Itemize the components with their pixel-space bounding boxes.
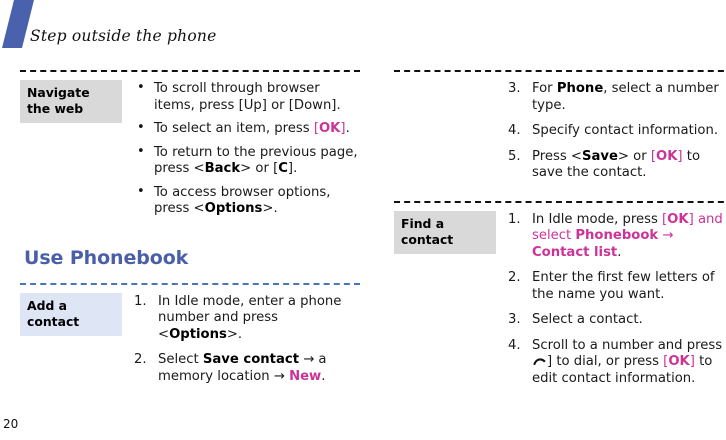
key-name: OK — [667, 211, 689, 227]
body-text: > or — [617, 148, 651, 164]
body-text: to save the contact. — [532, 148, 701, 181]
section-label-line-1: Find a — [401, 215, 445, 231]
key-bracket: ] — [688, 211, 694, 227]
list-item: For Phone, select a number type. — [508, 81, 726, 114]
section-divider-top-right — [394, 70, 726, 72]
page-section-heading: Use Phonebook — [24, 246, 189, 269]
key-bracket: ] — [677, 148, 683, 164]
section-add-a-contact: Add a contact In Idle mode, enter a phon… — [20, 292, 360, 395]
emphasis-text: Save contact — [202, 352, 299, 367]
step-list-find-a-contact: In Idle mode, press [OK] and select Phon… — [508, 212, 726, 388]
body-text: Press < — [532, 148, 582, 164]
list-item: Select a contact. — [508, 312, 726, 329]
page-number: 20 — [3, 417, 19, 431]
list-item: To scroll through browser items, press [… — [134, 80, 360, 114]
label-cell-add-a-contact: Add a contact — [20, 292, 122, 336]
step-list-add-a-contact: In Idle mode, enter a phone number and p… — [134, 294, 360, 386]
list-item: To select an item, press [OK]. — [134, 120, 360, 138]
spacer — [394, 191, 726, 201]
section-label-line-1: Navigate — [27, 85, 90, 100]
body-text: . — [617, 244, 622, 260]
body-cell-navigate-the-web: To scroll through browser items, press [… — [134, 80, 360, 225]
key-name: New — [289, 368, 322, 384]
body-text: To access browser options, press < — [154, 184, 331, 217]
body-text: > or [ — [240, 161, 279, 176]
body-text: Select — [158, 352, 203, 367]
body-text: Specify contact information. — [532, 123, 719, 138]
body-text: ] to dial, or press — [547, 354, 664, 369]
emphasis-text: Options — [169, 326, 227, 342]
label-cell-find-a-contact: Find a contact — [394, 210, 496, 254]
key-bracket: [ — [650, 148, 656, 164]
body-cell-continued: For Phone, select a number type. Specify … — [508, 80, 726, 191]
body-text: to edit contact information. — [532, 354, 713, 386]
list-item: In Idle mode, enter a phone number and p… — [134, 294, 360, 344]
left-column: Navigate the web To scroll through brows… — [20, 70, 360, 394]
section-label-find-a-contact: Find a contact — [394, 210, 496, 254]
section-divider-top-left — [20, 70, 360, 72]
body-text: , select a number type. — [532, 81, 719, 113]
key-path-text: → — [658, 228, 674, 243]
body-text: >. — [226, 326, 243, 342]
key-name: OK — [655, 148, 678, 164]
body-text: For — [532, 81, 557, 96]
body-text: >. — [262, 201, 278, 216]
section-label-navigate-the-web: Navigate the web — [20, 80, 122, 123]
list-item: To access browser options, press <Option… — [134, 184, 360, 218]
section-label-add-a-contact: Add a contact — [20, 292, 122, 336]
body-text: → a memory location → — [158, 352, 327, 384]
list-item: To return to the previous page, press <B… — [134, 144, 360, 178]
body-text: Scroll to a number and press [ — [532, 337, 726, 353]
label-cell-navigate-the-web: Navigate the web — [20, 80, 122, 123]
emphasis-text: Save — [581, 148, 618, 164]
list-item: Press <Save> or [OK] to save the contact… — [508, 149, 726, 182]
key-name: OK — [668, 354, 690, 369]
body-text: . — [345, 121, 350, 136]
section-divider-phonebook — [20, 282, 360, 285]
body-text: To scroll through browser items, press [… — [154, 81, 341, 113]
call-key-icon — [533, 358, 546, 366]
key-bracket: ] — [340, 121, 346, 136]
key-bracket: [ — [313, 121, 319, 136]
emphasis-text: Phone — [556, 81, 604, 96]
body-cell-add-a-contact: In Idle mode, enter a phone number and p… — [134, 293, 360, 395]
list-item: Select Save contact → a memory location … — [134, 352, 360, 385]
list-item: Specify contact information. — [508, 123, 726, 140]
body-text: ]. — [287, 161, 298, 176]
bullet-list-navigate-the-web: To scroll through browser items, press [… — [134, 80, 360, 218]
section-navigate-the-web: Navigate the web To scroll through brows… — [20, 80, 360, 225]
section-label-line-2: contact — [401, 231, 454, 247]
key-bracket: [ — [662, 211, 668, 227]
body-text: . — [321, 368, 326, 384]
emphasis-text: Back — [204, 161, 241, 176]
section-add-a-contact-continued: For Phone, select a number type. Specify … — [394, 80, 726, 191]
list-item: Enter the first few letters of the name … — [508, 270, 726, 303]
key-bracket: [ — [663, 354, 669, 369]
body-text: In Idle mode, press — [532, 211, 663, 227]
right-column: For Phone, select a number type. Specify … — [394, 70, 726, 396]
body-text: Select a contact. — [532, 312, 643, 327]
body-cell-find-a-contact: In Idle mode, press [OK] and select Phon… — [508, 211, 726, 397]
section-divider-find-a-contact — [394, 200, 726, 203]
key-name: Contact list — [532, 244, 618, 260]
section-label-line-2: the web — [27, 101, 84, 116]
section-find-a-contact: Find a contact In Idle mode, press [OK] … — [394, 210, 726, 397]
body-text: To return to the previous page, press < — [154, 144, 358, 177]
key-bracket: ] — [689, 354, 695, 369]
key-path-text: and select — [532, 211, 723, 244]
emphasis-text: Options — [204, 201, 263, 216]
list-item: In Idle mode, press [OK] and select Phon… — [508, 212, 726, 262]
body-text: In Idle mode, enter a phone number and p… — [158, 293, 342, 342]
emphasis-text: C — [278, 161, 288, 176]
body-text: To select an item, press — [154, 121, 314, 136]
list-item: Scroll to a number and press [] to dial,… — [508, 338, 726, 388]
key-name: OK — [318, 121, 341, 136]
running-head: Step outside the phone — [30, 27, 217, 45]
body-text: Enter the first few letters of the name … — [532, 270, 715, 302]
step-list-add-a-contact-continued: For Phone, select a number type. Specify … — [508, 81, 726, 182]
key-name: Phonebook — [575, 228, 659, 243]
